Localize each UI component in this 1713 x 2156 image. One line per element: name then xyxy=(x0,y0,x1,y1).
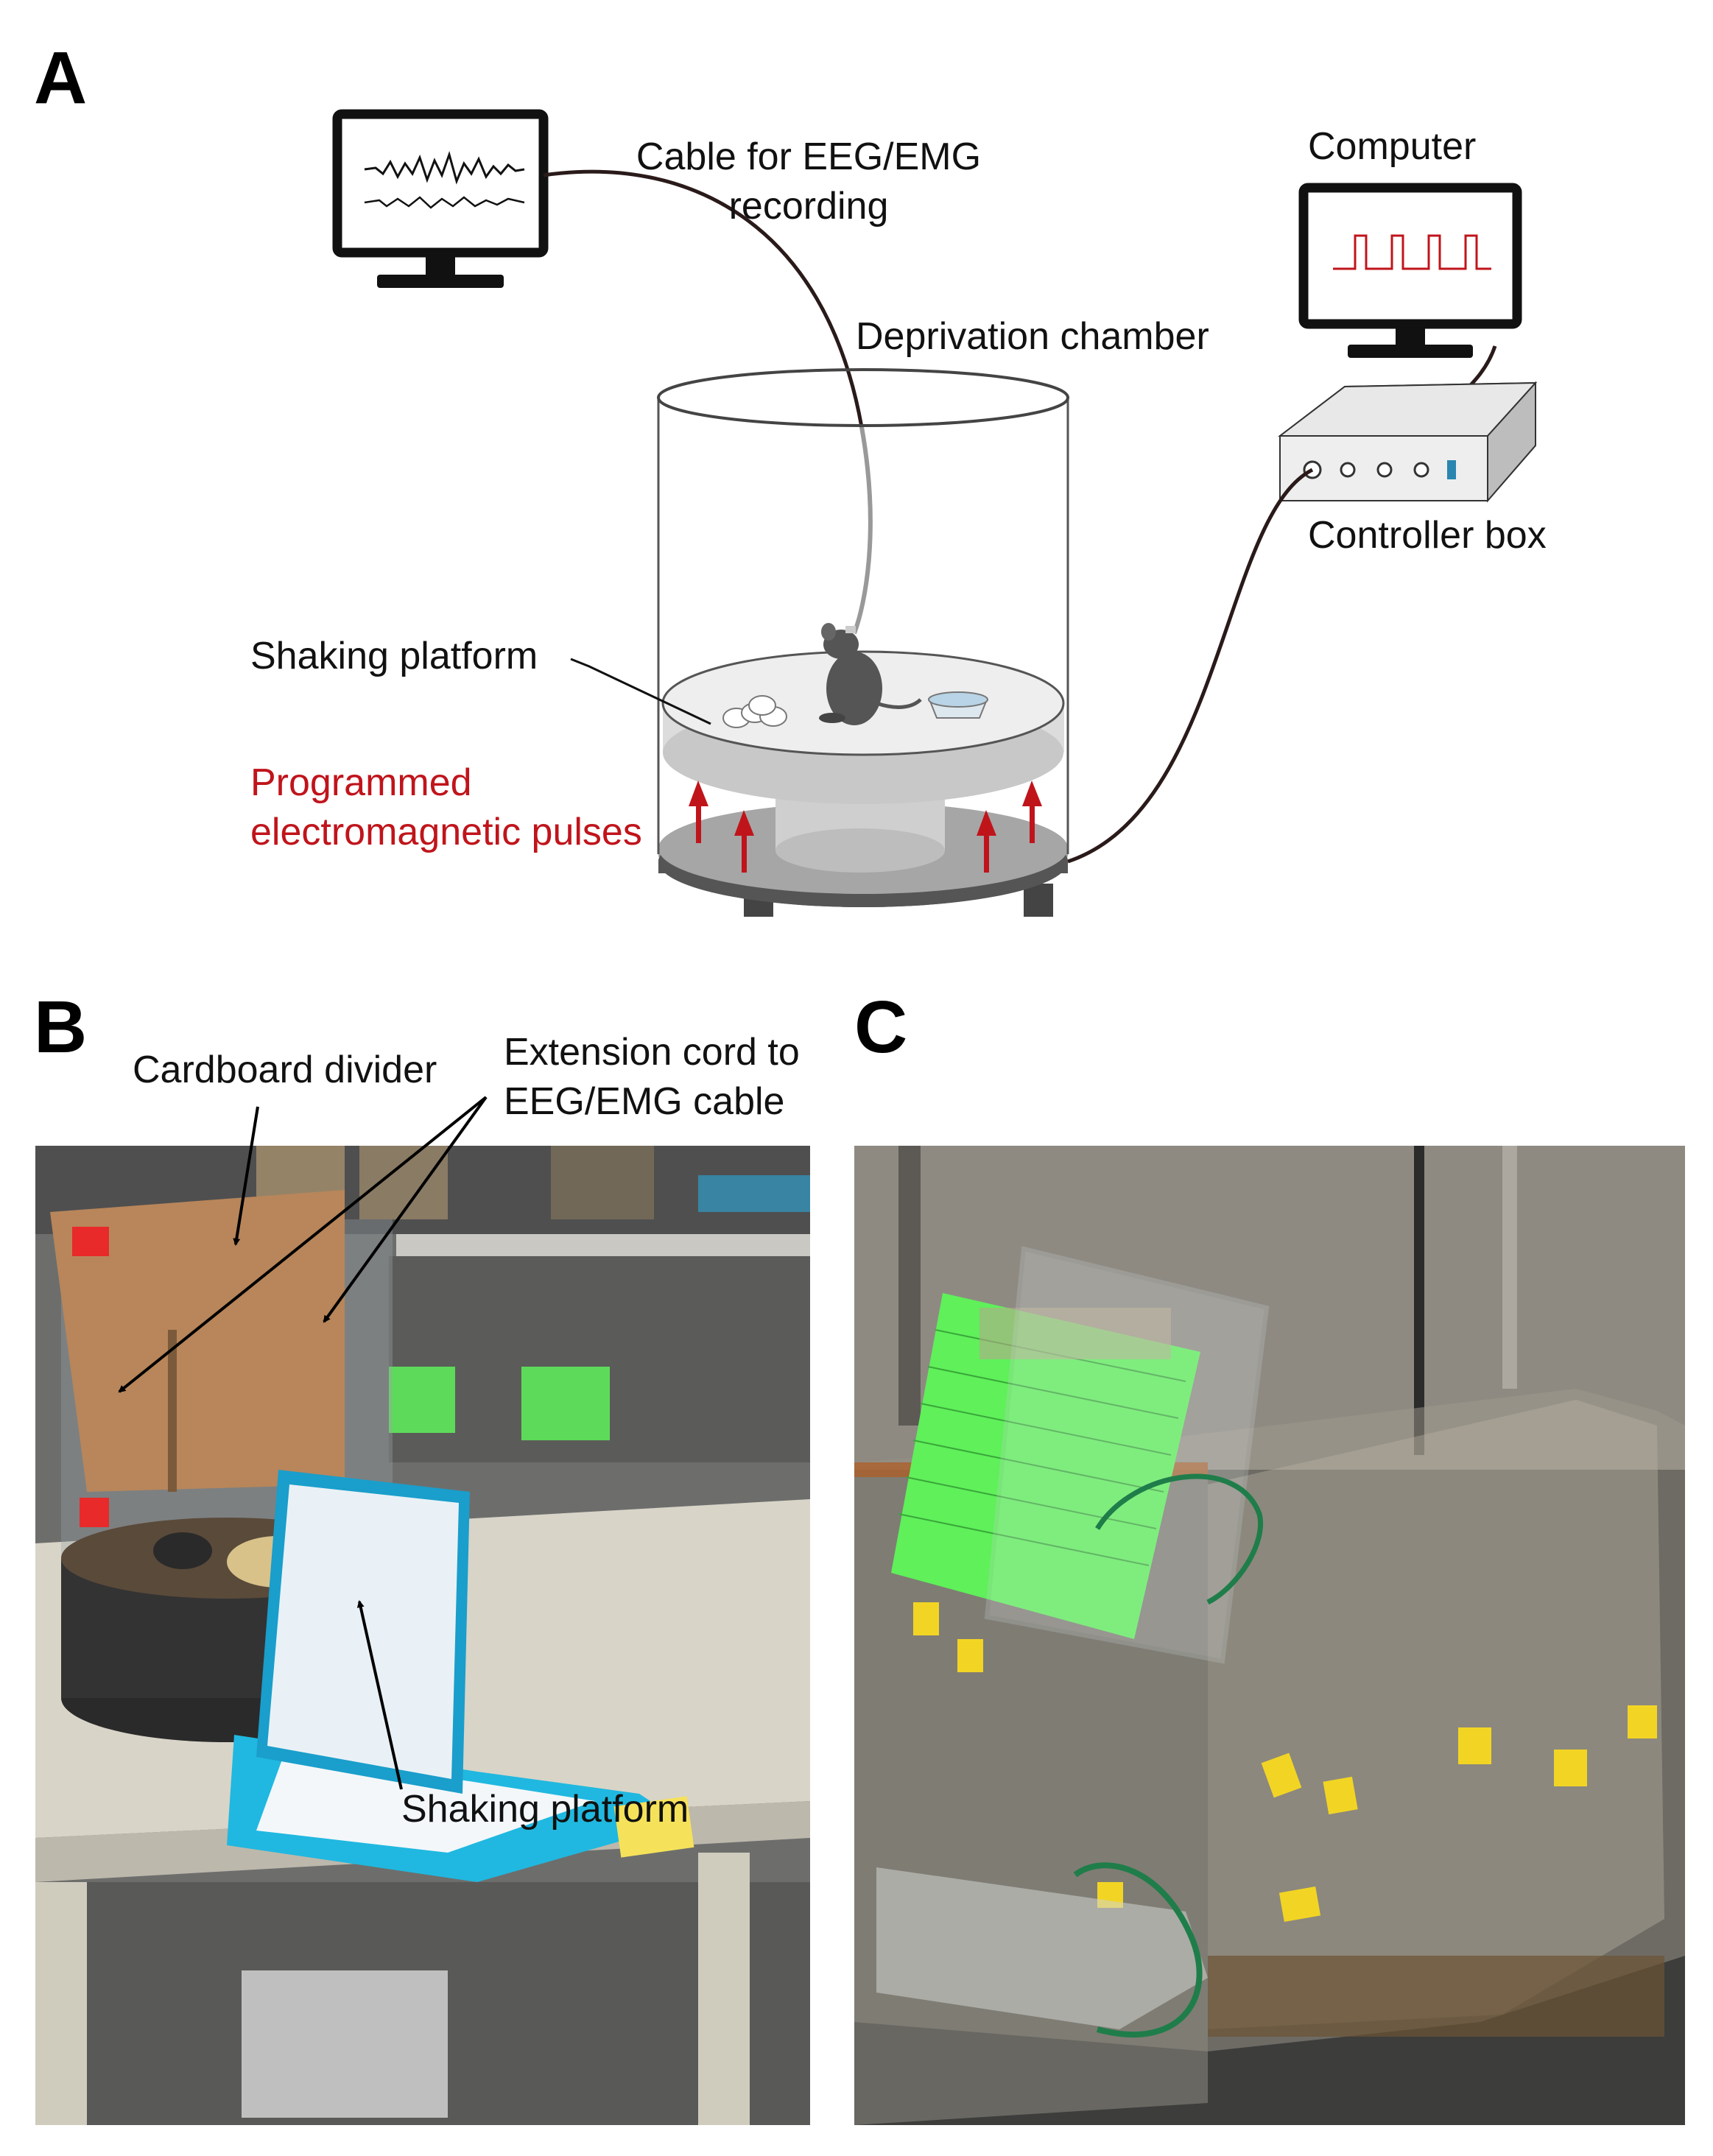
panel-b-photo xyxy=(35,1146,810,2125)
label-cardboard-divider: Cardboard divider xyxy=(133,1049,437,1091)
controller-box-icon xyxy=(1278,381,1538,503)
label-shaking-platform-a: Shaking platform xyxy=(250,635,538,677)
panel-b-letter: B xyxy=(34,986,88,1068)
green-card xyxy=(891,1293,1200,1639)
computer-monitor-icon xyxy=(1298,183,1522,358)
label-extension-cord: Extension cord to EEG/EMG cable xyxy=(504,1031,800,1123)
label-shaking-platform-b: Shaking platform xyxy=(401,1788,689,1831)
panel-c-letter: C xyxy=(854,986,908,1068)
mouse-icon xyxy=(819,623,922,725)
panel-a-schematic xyxy=(332,109,1538,917)
panel-a-letter: A xyxy=(34,37,88,119)
pulse-arrows xyxy=(689,781,1042,873)
panel-c-photo xyxy=(854,1146,1685,2125)
eeg-monitor-icon xyxy=(332,109,549,288)
label-computer: Computer xyxy=(1308,125,1477,168)
label-cable-eeg-emg: Cable for EEG/EMG recording xyxy=(636,135,982,228)
deprivation-chamber-icon xyxy=(657,368,1069,917)
label-programmed-pulses: Programmed electromagnetic pulses xyxy=(250,761,642,853)
eeg-cable xyxy=(543,169,873,634)
label-controller-box: Controller box xyxy=(1308,514,1547,557)
controller-cable xyxy=(1067,468,1314,864)
label-deprivation-chamber: Deprivation chamber xyxy=(856,315,1209,358)
